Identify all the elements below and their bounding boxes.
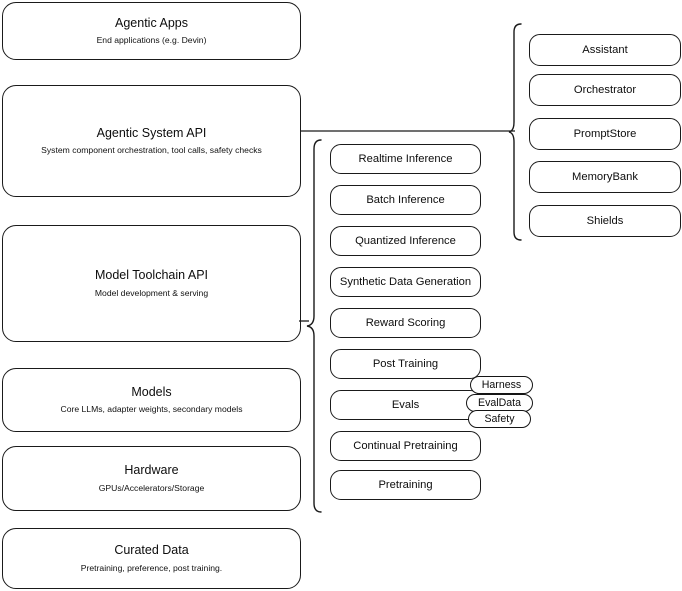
system-item-label: MemoryBank bbox=[572, 171, 638, 183]
layer-title: Agentic System API bbox=[96, 125, 207, 140]
eval-pill-label: EvalData bbox=[478, 397, 521, 409]
model-toolchain-brace bbox=[306, 138, 322, 514]
toolchain-item-label: Realtime Inference bbox=[358, 153, 453, 165]
toolchain-item-label: Continual Pretraining bbox=[353, 440, 458, 452]
layer-subtitle: Model development & serving bbox=[94, 287, 209, 298]
layer-subtitle: Core LLMs, adapter weights, secondary mo… bbox=[60, 404, 243, 415]
agentic-system-brace bbox=[508, 22, 522, 242]
toolchain-item-quantized-inference[interactable]: Quantized Inference bbox=[330, 226, 481, 256]
layer-subtitle: End applications (e.g. Devin) bbox=[96, 35, 207, 46]
layer-title: Hardware bbox=[124, 463, 179, 478]
toolchain-item-pretraining[interactable]: Pretraining bbox=[330, 470, 481, 500]
system-item-assistant[interactable]: Assistant bbox=[529, 34, 681, 66]
layer-title: Model Toolchain API bbox=[94, 268, 209, 283]
system-item-memorybank[interactable]: MemoryBank bbox=[529, 161, 681, 193]
toolchain-item-realtime-inference[interactable]: Realtime Inference bbox=[330, 144, 481, 174]
layer-box-agentic-system-api[interactable]: Agentic System API System component orche… bbox=[2, 85, 301, 197]
layer-title: Curated Data bbox=[114, 543, 189, 558]
layer-subtitle: System component orchestration, tool cal… bbox=[41, 145, 262, 156]
eval-pill-label: Harness bbox=[481, 379, 522, 391]
toolchain-item-synthetic-data-generation[interactable]: Synthetic Data Generation bbox=[330, 267, 481, 297]
eval-pill-harness[interactable]: Harness bbox=[470, 376, 533, 394]
toolchain-item-label: Evals bbox=[391, 399, 420, 411]
system-item-shields[interactable]: Shields bbox=[529, 205, 681, 237]
toolchain-item-label: Post Training bbox=[372, 358, 439, 370]
toolchain-item-batch-inference[interactable]: Batch Inference bbox=[330, 185, 481, 215]
toolchain-item-reward-scoring[interactable]: Reward Scoring bbox=[330, 308, 481, 338]
toolchain-item-post-training[interactable]: Post Training bbox=[330, 349, 481, 379]
system-item-label: Orchestrator bbox=[573, 84, 637, 96]
system-item-label: PromptStore bbox=[573, 128, 637, 140]
system-item-promptstore[interactable]: PromptStore bbox=[529, 118, 681, 150]
layer-subtitle: GPUs/Accelerators/Storage bbox=[98, 482, 205, 493]
connector-system-api-to-components bbox=[301, 124, 515, 138]
toolchain-item-continual-pretraining[interactable]: Continual Pretraining bbox=[330, 431, 481, 461]
layer-title: Agentic Apps bbox=[115, 15, 188, 30]
layer-box-model-toolchain-api[interactable]: Model Toolchain API Model development & s… bbox=[2, 225, 301, 342]
system-item-label: Assistant bbox=[582, 44, 628, 56]
system-item-label: Shields bbox=[586, 215, 624, 227]
eval-pill-safety[interactable]: Safety bbox=[468, 410, 531, 428]
layer-subtitle: Pretraining, preference, post training. bbox=[80, 562, 223, 573]
toolchain-item-label: Quantized Inference bbox=[355, 235, 456, 247]
eval-pill-label: Safety bbox=[484, 413, 515, 425]
toolchain-item-label: Pretraining bbox=[378, 479, 433, 491]
layer-title: Models bbox=[131, 384, 172, 399]
toolchain-item-label: Batch Inference bbox=[366, 194, 445, 206]
toolchain-item-label: Reward Scoring bbox=[365, 317, 446, 329]
toolchain-item-evals[interactable]: Evals bbox=[330, 390, 481, 420]
system-item-orchestrator[interactable]: Orchestrator bbox=[529, 74, 681, 106]
toolchain-item-label: Synthetic Data Generation bbox=[339, 276, 472, 288]
